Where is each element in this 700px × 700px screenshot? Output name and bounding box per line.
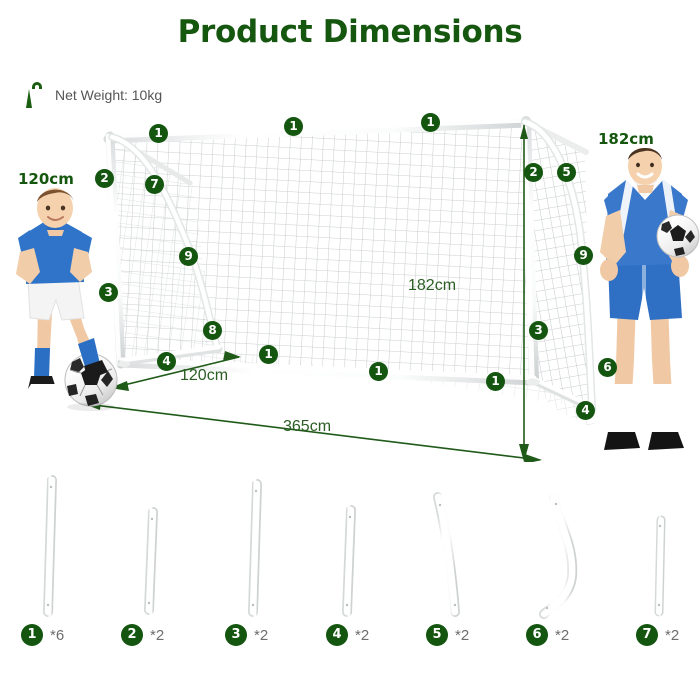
soccer-ball-held (656, 214, 700, 258)
goal-callout-badge-1: 1 (486, 372, 505, 391)
part-shape-2 (144, 507, 158, 615)
goal-callout-badge-6: 6 (598, 358, 617, 377)
goal-callout-badge-8: 8 (203, 321, 222, 340)
part-shape-7 (654, 515, 666, 617)
depth-dimension-label: 120cm (180, 367, 229, 384)
legend-badge-2: 2 (121, 624, 143, 646)
parts-legend: 1 *6 2 *2 3 *2 4 *2 5 *2 6 *2 7 *2 (0, 624, 700, 664)
legend-item-4: 4 *2 (326, 624, 369, 646)
net-weight-row: T Net Weight: 10kg (26, 82, 162, 108)
legend-item-2: 2 *2 (121, 624, 164, 646)
legend-badge-4: 4 (326, 624, 348, 646)
legend-item-1: 1 *6 (21, 624, 64, 646)
legend-quantity-3: *2 (254, 626, 269, 644)
net-weight-label: Net Weight: 10kg (55, 87, 163, 103)
goal-callout-badge-3: 3 (99, 283, 118, 302)
goal-callout-badge-7: 7 (145, 175, 164, 194)
part-shape-4 (342, 505, 356, 617)
legend-item-5: 5 *2 (426, 624, 469, 646)
legend-badge-5: 5 (426, 624, 448, 646)
parts-shapes (43, 475, 666, 619)
weight-body-icon (26, 89, 32, 108)
goal-callout-badge-2: 2 (95, 169, 114, 188)
legend-quantity-2: *2 (150, 626, 165, 644)
legend-quantity-7: *2 (665, 626, 680, 644)
legend-badge-7: 7 (636, 624, 658, 646)
parts-diagram-row (0, 462, 700, 637)
goal-callout-badge-5: 5 (557, 163, 576, 182)
goal-callout-badge-1: 1 (421, 113, 440, 132)
weight-handle-icon (32, 82, 42, 89)
goal-callout-badge-2: 2 (524, 163, 543, 182)
goal-callout-badge-3: 3 (529, 321, 548, 340)
legend-quantity-4: *2 (355, 626, 370, 644)
weight-scale-icon: T (26, 82, 48, 108)
goal-callout-badge-1: 1 (284, 117, 303, 136)
goal-callout-badge-4: 4 (576, 401, 595, 420)
goal-callout-badge-9: 9 (574, 246, 593, 265)
child-height-label: 120cm (18, 170, 74, 188)
weight-t-glyph: T (33, 93, 41, 106)
legend-quantity-5: *2 (455, 626, 470, 644)
child-soccer-player (16, 188, 108, 389)
goal-callout-badge-4: 4 (157, 352, 176, 371)
goal-callout-badge-1: 1 (369, 362, 388, 381)
width-dimension-label: 365cm (283, 418, 332, 435)
adult-height-label: 182cm (598, 130, 654, 148)
goal-callout-badge-1: 1 (259, 345, 278, 364)
part-shape-1 (43, 475, 57, 617)
goal-callout-badge-1: 1 (149, 124, 168, 143)
legend-item-3: 3 *2 (225, 624, 268, 646)
part-shape-6 (539, 492, 578, 619)
legend-quantity-1: *6 (50, 626, 65, 644)
adult-soccer-player (600, 148, 700, 450)
legend-item-7: 7 *2 (636, 624, 679, 646)
legend-badge-6: 6 (526, 624, 548, 646)
page-title: Product Dimensions (177, 14, 523, 50)
height-dimension-label: 182cm (408, 277, 457, 294)
part-shape-5 (433, 492, 460, 617)
legend-badge-3: 3 (225, 624, 247, 646)
legend-item-6: 6 *2 (526, 624, 569, 646)
goal-callout-badge-9: 9 (179, 247, 198, 266)
part-shape-3 (248, 479, 262, 617)
legend-badge-1: 1 (21, 624, 43, 646)
legend-quantity-6: *2 (555, 626, 570, 644)
